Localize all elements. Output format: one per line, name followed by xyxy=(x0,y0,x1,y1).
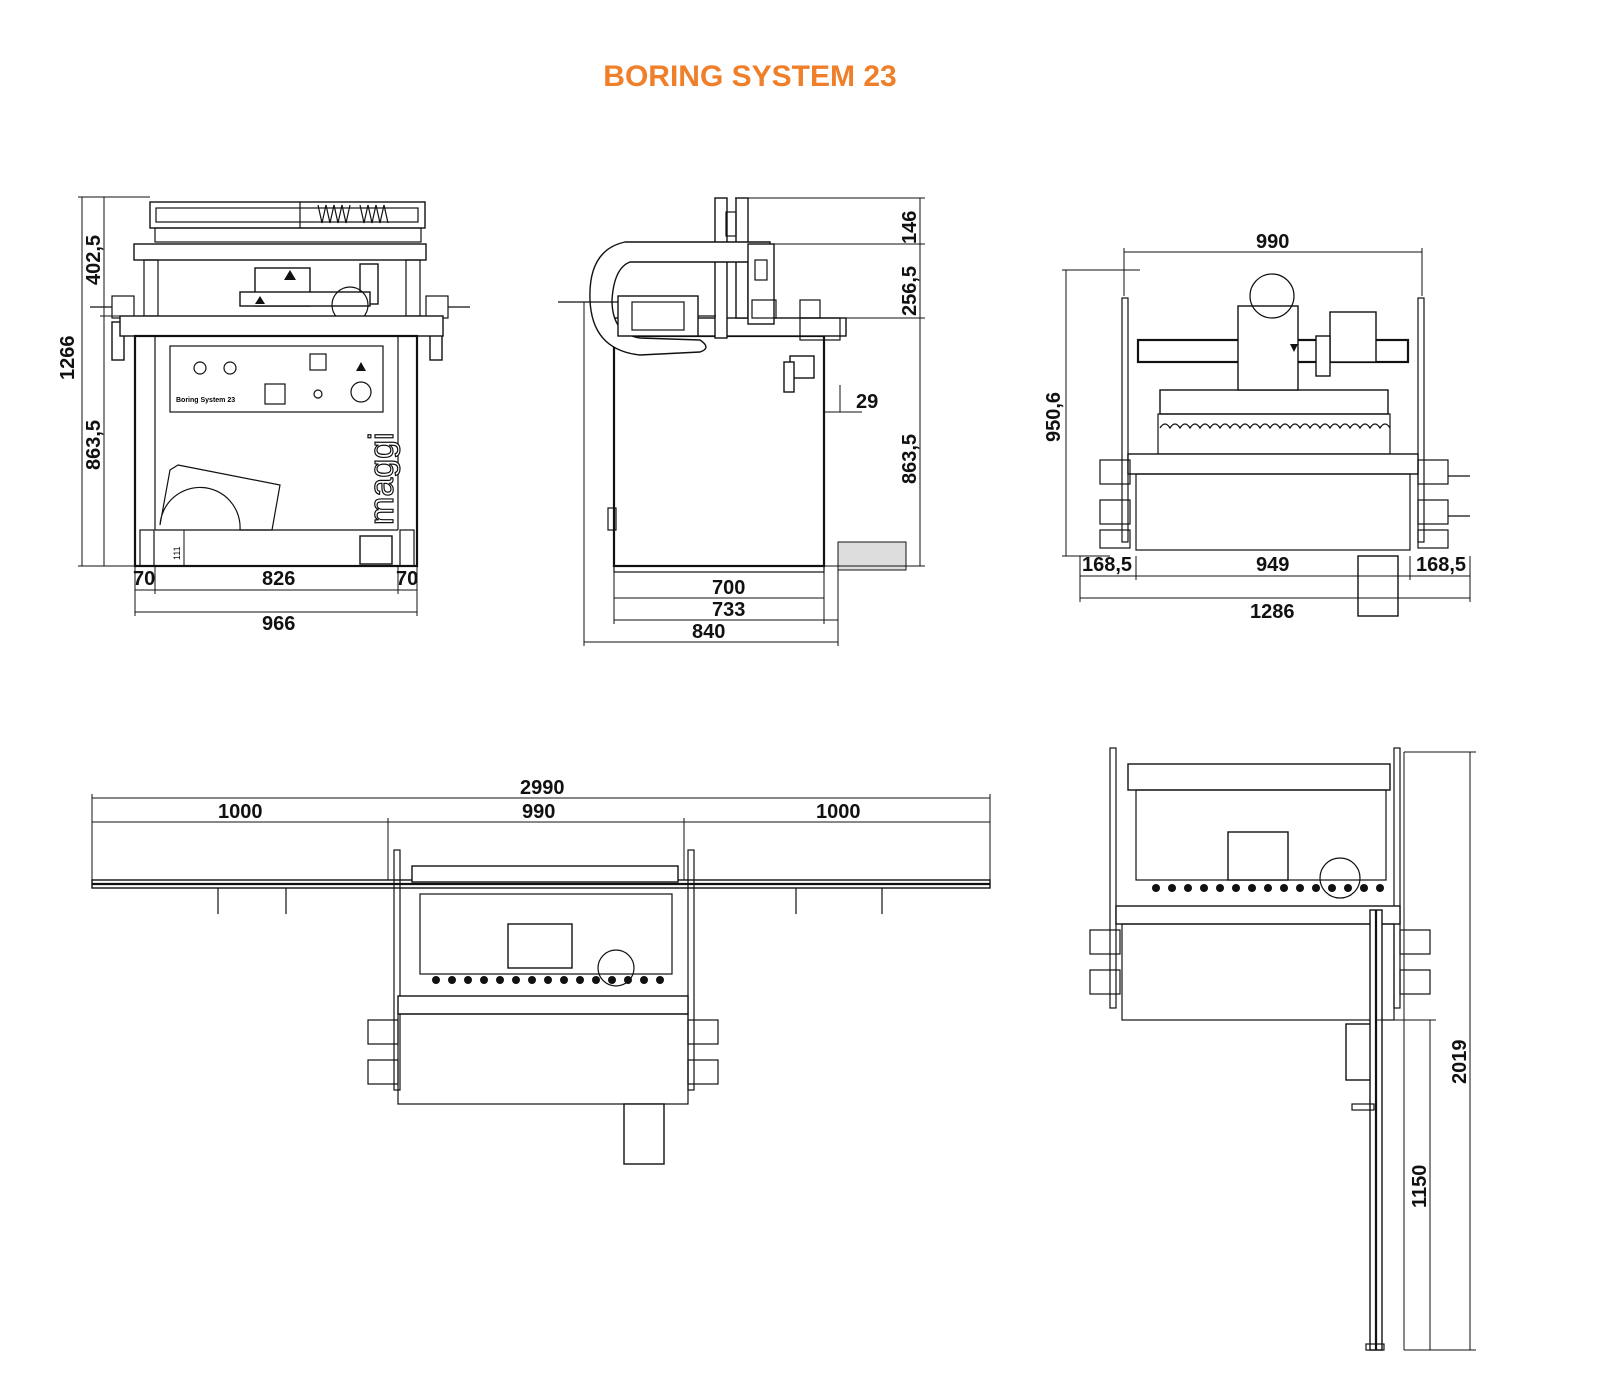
dim-plan-right-ext: 168,5 xyxy=(1416,554,1466,576)
dim-front-total-height: 1266 xyxy=(57,336,79,381)
dim-plan-top-width: 990 xyxy=(1256,231,1289,253)
page-title: BORING SYSTEM 23 xyxy=(603,60,897,93)
dim-plan-left-ext: 168,5 xyxy=(1082,554,1132,576)
dim-side-width-700: 700 xyxy=(712,577,745,599)
panel-label: Boring System 23 xyxy=(176,397,235,404)
dim-side-top-height: 146 xyxy=(899,211,921,244)
dim-side-width-840: 840 xyxy=(692,621,725,643)
plan-view: 990 950,6 168,5 949 168,5 1286 xyxy=(1043,231,1471,623)
dim-br-ext-height: 1150 xyxy=(1409,1165,1431,1208)
dim-front-right-offset: 70 xyxy=(396,568,418,590)
dim-front-inner-width: 826 xyxy=(262,568,295,590)
dim-side-lower-height: 863,5 xyxy=(899,434,921,484)
dim-bl-left-ext: 1000 xyxy=(218,801,263,823)
dim-front-total-width: 966 xyxy=(262,613,295,635)
dim-plan-middle: 949 xyxy=(1256,554,1289,576)
dim-side-mid-height: 256,5 xyxy=(899,266,921,316)
dim-front-upper-height: 402,5 xyxy=(83,235,105,285)
dim-bl-total: 2990 xyxy=(520,777,565,799)
side-view: 146 256,5 863,5 29 700 733 840 xyxy=(558,197,925,646)
bottom-right-view: 2019 1150 xyxy=(1089,747,1476,1351)
dim-br-total-height: 2019 xyxy=(1449,1040,1471,1085)
dim-side-width-733: 733 xyxy=(712,599,745,621)
bottom-left-view: 2990 1000 990 1000 xyxy=(91,777,991,1165)
dim-bl-middle: 990 xyxy=(522,801,555,823)
dim-plan-total: 1286 xyxy=(1250,601,1295,623)
dim-front-left-offset: 70 xyxy=(133,568,155,590)
brand-logo-text: maggi xyxy=(363,432,401,525)
dim-bl-right-ext: 1000 xyxy=(816,801,861,823)
dim-front-small-height: 111 xyxy=(172,546,182,560)
dim-side-depth-small: 29 xyxy=(856,391,878,413)
dim-plan-height: 950,6 xyxy=(1043,392,1065,442)
dim-front-lower-height: 863,5 xyxy=(83,420,105,470)
front-view: Boring System 23 maggi 1266 402,5 863 xyxy=(57,196,470,635)
